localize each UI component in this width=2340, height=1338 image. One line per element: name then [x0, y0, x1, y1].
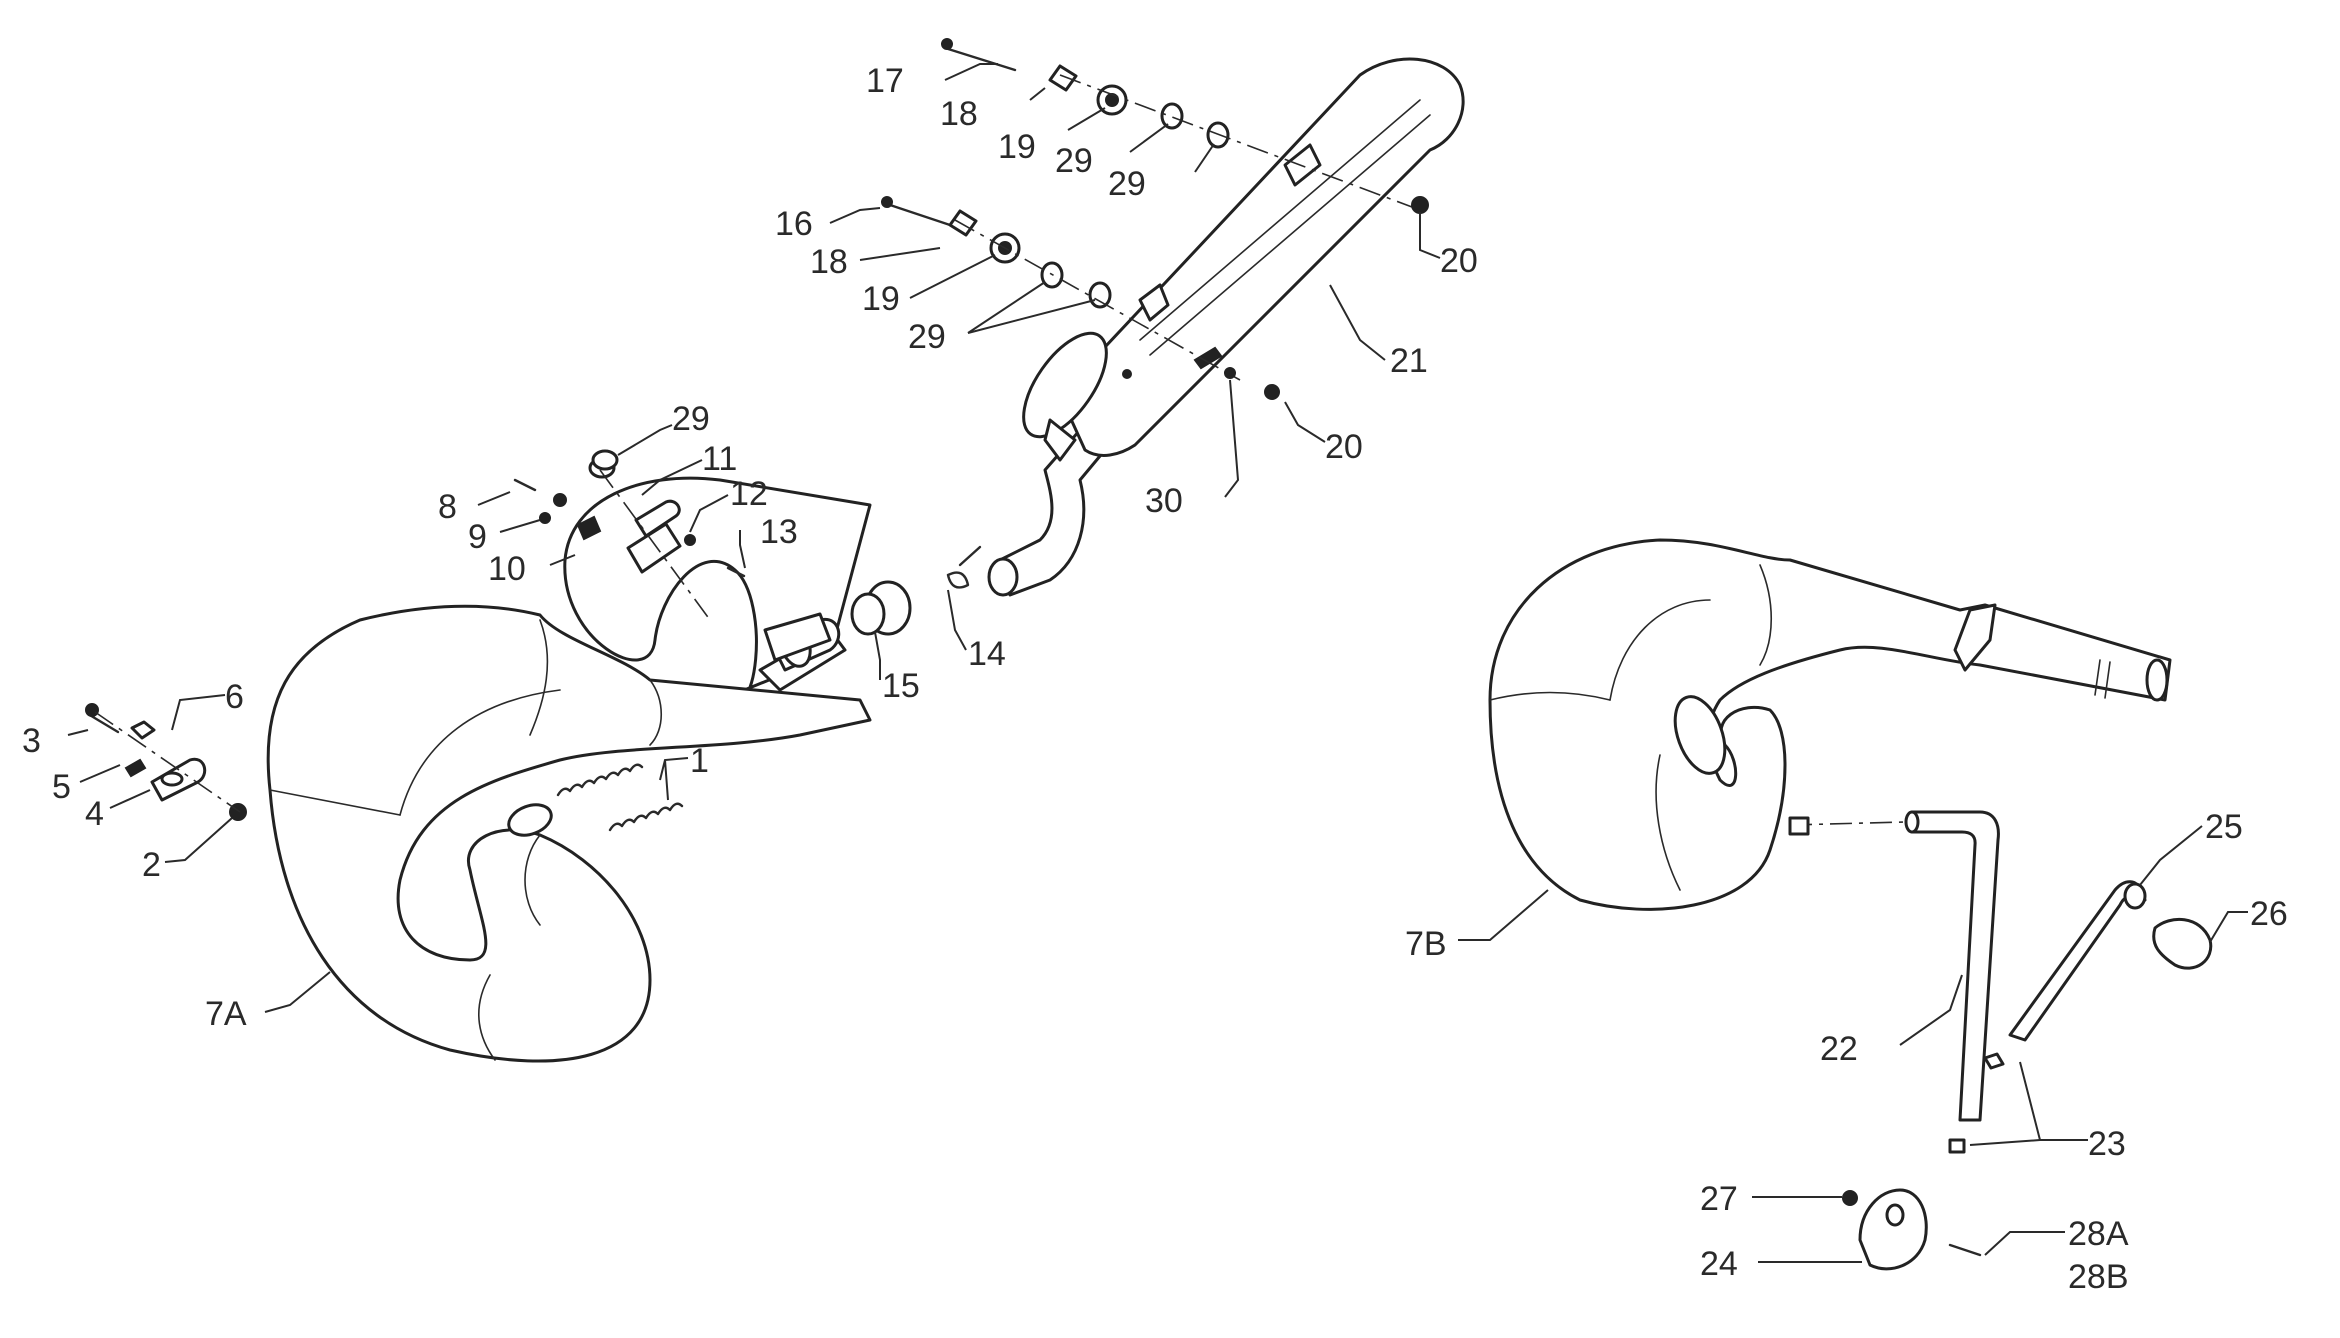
label-20a: 20 [1440, 242, 1478, 280]
gasket-15 [850, 580, 912, 636]
expansion-chamber-7a [266, 476, 872, 1063]
label-17: 17 [866, 62, 904, 100]
label-7b: 7B [1405, 925, 1447, 963]
part-labels: 1 2 3 4 5 6 7A 7B 8 9 10 11 12 13 14 15 … [22, 62, 2288, 1296]
label-7a: 7A [205, 995, 247, 1033]
label-4: 4 [85, 795, 104, 833]
label-15: 15 [882, 667, 920, 705]
label-6: 6 [225, 678, 244, 716]
label-1: 1 [690, 742, 709, 780]
label-20b: 20 [1325, 428, 1363, 466]
expansion-chamber-7b [1488, 538, 2172, 911]
label-16: 16 [775, 205, 813, 243]
label-18a: 18 [940, 95, 978, 133]
label-10: 10 [488, 550, 526, 588]
label-12: 12 [730, 475, 768, 513]
label-11: 11 [702, 440, 737, 478]
label-21: 21 [1390, 342, 1428, 380]
silencer-hardware [591, 38, 1429, 471]
label-25: 25 [2205, 808, 2243, 846]
label-22: 22 [1820, 1030, 1858, 1068]
leader-lines [67, 63, 2248, 1263]
label-28a: 28A [2068, 1215, 2129, 1253]
label-2: 2 [142, 846, 161, 884]
label-29d: 29 [908, 318, 946, 356]
label-28b: 28B [2068, 1258, 2129, 1296]
label-29a: 29 [672, 400, 710, 438]
hardware-2-6 [85, 703, 247, 821]
label-30: 30 [1145, 482, 1183, 520]
hardware-22-28 [1788, 810, 2213, 1271]
label-9: 9 [468, 518, 487, 556]
label-19a: 19 [998, 128, 1036, 166]
label-5: 5 [52, 768, 71, 806]
label-27: 27 [1700, 1180, 1738, 1218]
label-23: 23 [2088, 1125, 2126, 1163]
label-26: 26 [2250, 895, 2288, 933]
spring-14 [946, 545, 982, 589]
springs-1 [556, 763, 684, 832]
label-14: 14 [968, 635, 1006, 673]
label-13: 13 [760, 513, 798, 551]
label-29c: 29 [1108, 165, 1146, 203]
label-3: 3 [22, 722, 41, 760]
silencer-21 [1022, 57, 1465, 462]
label-29b: 29 [1055, 142, 1093, 180]
label-8: 8 [438, 488, 457, 526]
label-24: 24 [1700, 1245, 1738, 1283]
label-19b: 19 [862, 280, 900, 318]
link-pipe [987, 428, 1107, 597]
label-18b: 18 [810, 243, 848, 281]
